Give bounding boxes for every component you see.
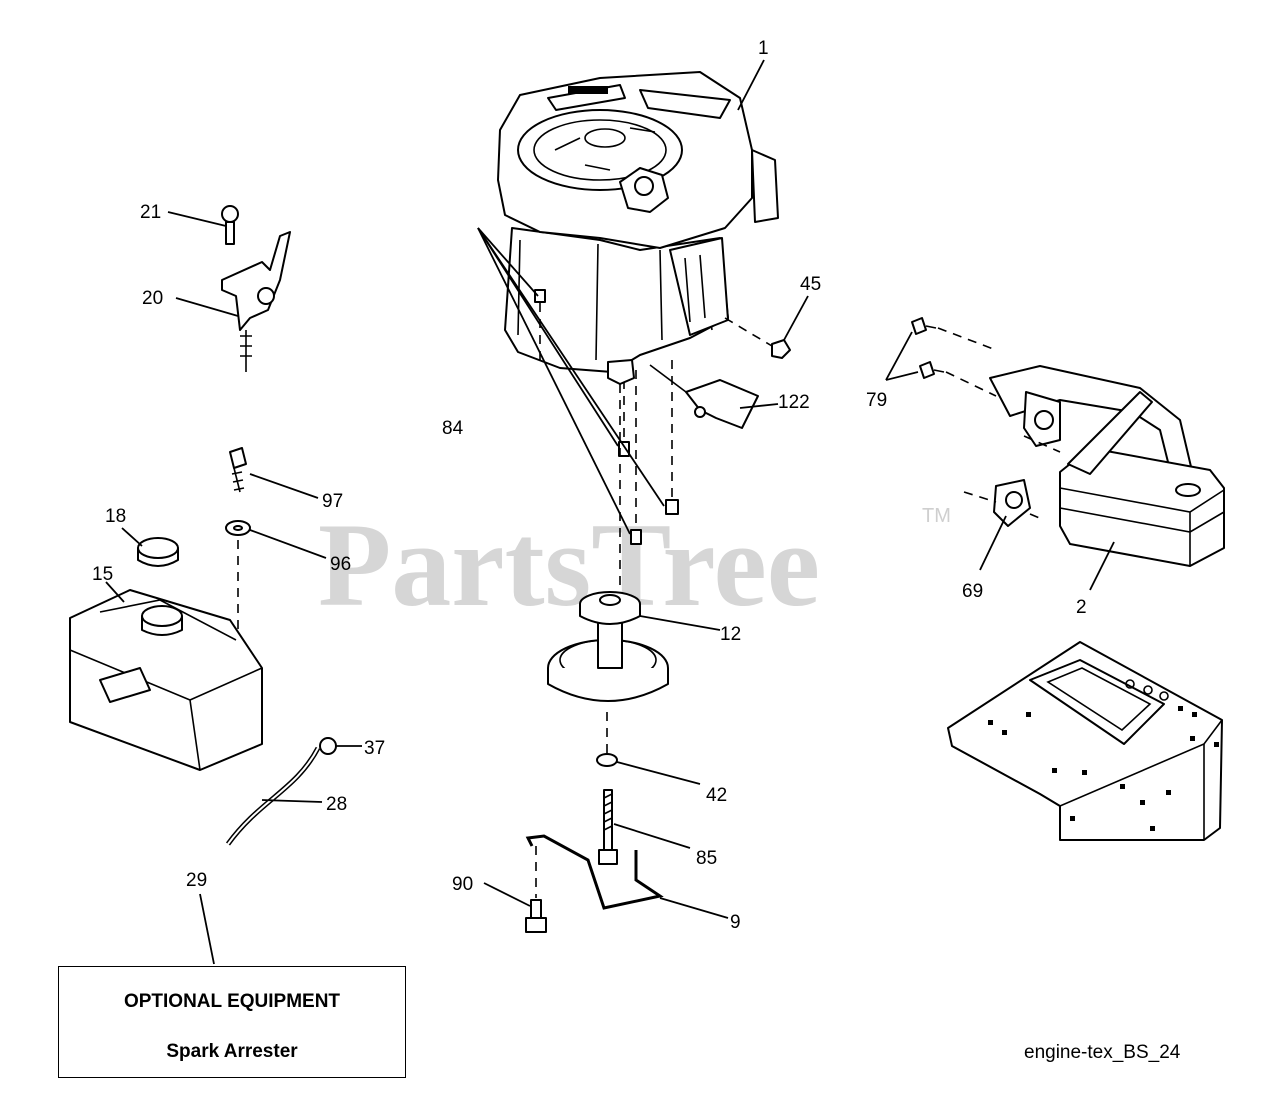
engine-assembly [497, 71, 779, 373]
callout-9: 9 [730, 912, 741, 933]
callout-18: 18 [105, 506, 126, 527]
callout-20: 20 [142, 288, 163, 309]
watermark-trademark: TM [922, 505, 951, 527]
callout-37: 37 [364, 738, 385, 759]
callout-122: 122 [778, 392, 810, 413]
fuel-tank-parts [69, 447, 263, 771]
callout-79: 79 [866, 390, 887, 411]
callout-15: 15 [92, 564, 113, 585]
optional-equipment-box: OPTIONAL EQUIPMENT Spark Arrester [58, 966, 406, 1078]
callout-28: 28 [326, 794, 347, 815]
spark-arrester-label: Spark Arrester [166, 1041, 298, 1062]
engine-mount-plate [947, 641, 1223, 841]
callout-42: 42 [706, 785, 727, 806]
callout-1: 1 [758, 38, 769, 59]
callout-21: 21 [140, 202, 161, 223]
callout-2: 2 [1076, 597, 1087, 618]
optional-equipment-title: OPTIONAL EQUIPMENT [123, 991, 341, 1012]
callout-85: 85 [696, 848, 717, 869]
callout-45: 45 [800, 274, 821, 295]
callout-12: 12 [720, 624, 741, 645]
engine-pulley [547, 591, 669, 702]
callout-90: 90 [452, 874, 473, 895]
callout-97: 97 [322, 491, 343, 512]
callout-69: 69 [962, 581, 983, 602]
throttle-control [221, 205, 291, 372]
parts-tree-watermark: PartsTree [318, 498, 820, 631]
diagram-identifier: engine-tex_BS_24 [1024, 1042, 1181, 1063]
muffler-assembly [911, 317, 1225, 567]
callout-84: 84 [442, 418, 464, 439]
callout-96: 96 [330, 554, 351, 575]
callout-29: 29 [186, 870, 207, 891]
